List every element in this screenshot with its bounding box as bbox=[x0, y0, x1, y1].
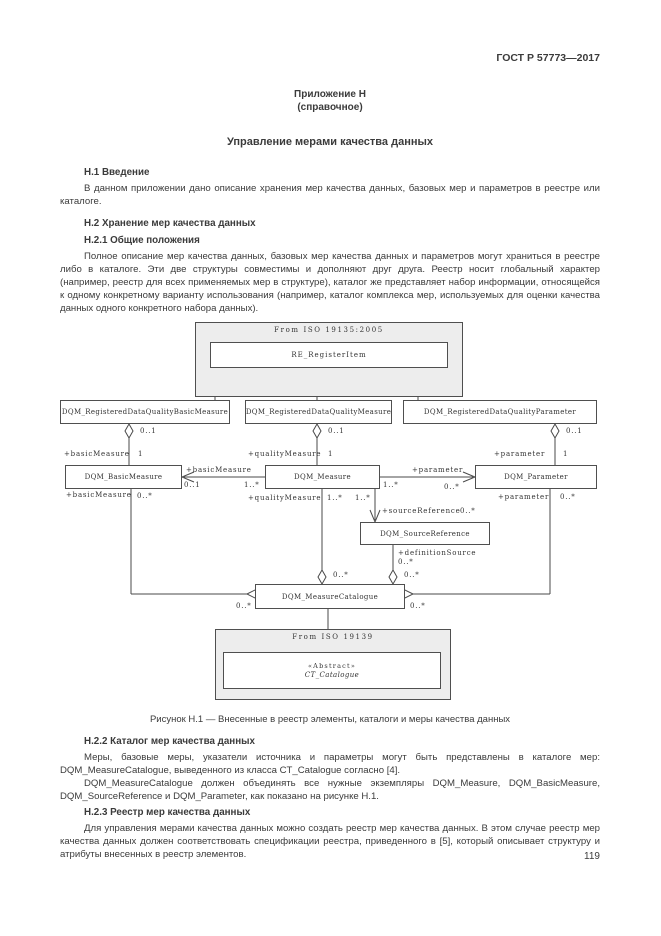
uml-class-diagram: From ISO 19135:2005 RE_RegisterItem DQM_… bbox=[60, 322, 600, 706]
class-name: DQM_RegisteredDataQualityParameter bbox=[423, 408, 577, 416]
class-box-measure: DQM_Measure bbox=[265, 465, 380, 489]
heading-h23: Н.2.3 Реестр мер качества данных bbox=[84, 807, 251, 818]
multiplicity: 0..1 bbox=[140, 427, 157, 435]
paragraph-h22-1: Меры, базовые меры, указатели источника … bbox=[60, 752, 600, 776]
page-title: Управление мерами качества данных bbox=[226, 136, 433, 148]
abstract-class-label: «Abstract» CT_Catalogue bbox=[305, 662, 359, 680]
paragraph-h23: Для управления мерами качества данных мо… bbox=[60, 823, 600, 860]
class-box-reg-measure: DQM_RegisteredDataQualityMeasure bbox=[245, 400, 392, 424]
multiplicity: 1 bbox=[563, 450, 569, 458]
class-name: DQM_RegisteredDataQualityMeasure bbox=[245, 408, 392, 416]
multiplicity: 0..* bbox=[560, 493, 576, 501]
iso-19139-label: From ISO 19139 bbox=[292, 633, 374, 641]
heading-h2: Н.2 Хранение мер качества данных bbox=[84, 218, 256, 229]
class-name: RE_RegisterItem bbox=[291, 351, 367, 359]
role-basic-measure: +basicMeasure bbox=[186, 466, 252, 474]
multiplicity: 0..* bbox=[444, 483, 460, 491]
multiplicity: 0..1 bbox=[328, 427, 345, 435]
multiplicity: 0..* bbox=[460, 507, 476, 515]
class-box-ct-catalogue: «Abstract» CT_Catalogue bbox=[223, 652, 441, 689]
multiplicity: 0..* bbox=[410, 602, 426, 610]
role-basic-measure: +basicMeasure bbox=[66, 491, 132, 499]
multiplicity: 0..* bbox=[236, 602, 252, 610]
class-name: DQM_MeasureCatalogue bbox=[281, 592, 379, 601]
class-box-re-registeritem: RE_RegisterItem bbox=[210, 342, 448, 368]
role-parameter: +parameter bbox=[498, 493, 550, 501]
multiplicity: 1 bbox=[328, 450, 334, 458]
page-number: 119 bbox=[584, 851, 600, 862]
appendix-label: Приложение Н bbox=[294, 89, 366, 100]
role-source-reference: +sourceReference bbox=[382, 507, 461, 515]
class-box-reg-parameter: DQM_RegisteredDataQualityParameter bbox=[403, 400, 597, 424]
multiplicity: 1..* bbox=[383, 481, 399, 489]
paragraph-h1: В данном приложении дано описание хранен… bbox=[60, 183, 600, 207]
stereotype: «Abstract» bbox=[308, 661, 356, 670]
role-basic-measure: +basicMeasure bbox=[64, 450, 130, 458]
class-box-parameter: DQM_Parameter bbox=[475, 465, 597, 489]
role-definition-source: +definitionSource bbox=[398, 549, 477, 557]
class-name: DQM_SourceReference bbox=[380, 529, 470, 538]
multiplicity: 1..* bbox=[244, 481, 260, 489]
multiplicity: 1..* bbox=[327, 494, 343, 502]
heading-h21: Н.2.1 Общие положения bbox=[84, 235, 200, 246]
multiplicity: 1..* bbox=[355, 494, 371, 502]
role-quality-measure: +qualityMeasure bbox=[248, 450, 322, 458]
standard-number: ГОСТ Р 57773—2017 bbox=[496, 52, 600, 64]
role-parameter: +parameter bbox=[494, 450, 546, 458]
class-box-reg-basic-measure: DQM_RegisteredDataQualityBasicMeasure bbox=[60, 400, 230, 424]
class-name: DQM_RegisteredDataQualityBasicMeasure bbox=[61, 408, 229, 416]
multiplicity: 0..1 bbox=[566, 427, 583, 435]
iso-19135-label: From ISO 19135:2005 bbox=[274, 326, 384, 334]
class-name: DQM_BasicMeasure bbox=[84, 473, 163, 481]
class-box-measure-catalogue: DQM_MeasureCatalogue bbox=[255, 584, 405, 609]
multiplicity: 0..* bbox=[398, 558, 414, 566]
figure-caption: Рисунок Н.1 — Внесенные в реестр элемент… bbox=[149, 714, 511, 725]
role-parameter: +parameter bbox=[412, 466, 464, 474]
multiplicity: 0..* bbox=[137, 492, 153, 500]
class-name: CT_Catalogue bbox=[304, 670, 360, 679]
paragraph-h21: Полное описание мер качества данных, баз… bbox=[60, 251, 600, 314]
multiplicity: 0..* bbox=[404, 571, 420, 579]
class-box-basic-measure: DQM_BasicMeasure bbox=[65, 465, 182, 489]
class-name: DQM_Parameter bbox=[504, 473, 568, 481]
role-quality-measure: +qualityMeasure bbox=[248, 494, 322, 502]
heading-h22: Н.2.2 Каталог мер качества данных bbox=[84, 736, 255, 747]
class-name: DQM_Measure bbox=[294, 473, 351, 481]
heading-h1: Н.1 Введение bbox=[84, 167, 150, 178]
paragraph-h22-2: DQM_MeasureCatalogue должен объединять в… bbox=[60, 778, 600, 802]
multiplicity: 0..* bbox=[333, 571, 349, 579]
multiplicity: 0..1 bbox=[184, 481, 201, 489]
class-box-source-reference: DQM_SourceReference bbox=[360, 522, 490, 545]
multiplicity: 1 bbox=[138, 450, 144, 458]
appendix-type: (справочное) bbox=[297, 102, 363, 113]
